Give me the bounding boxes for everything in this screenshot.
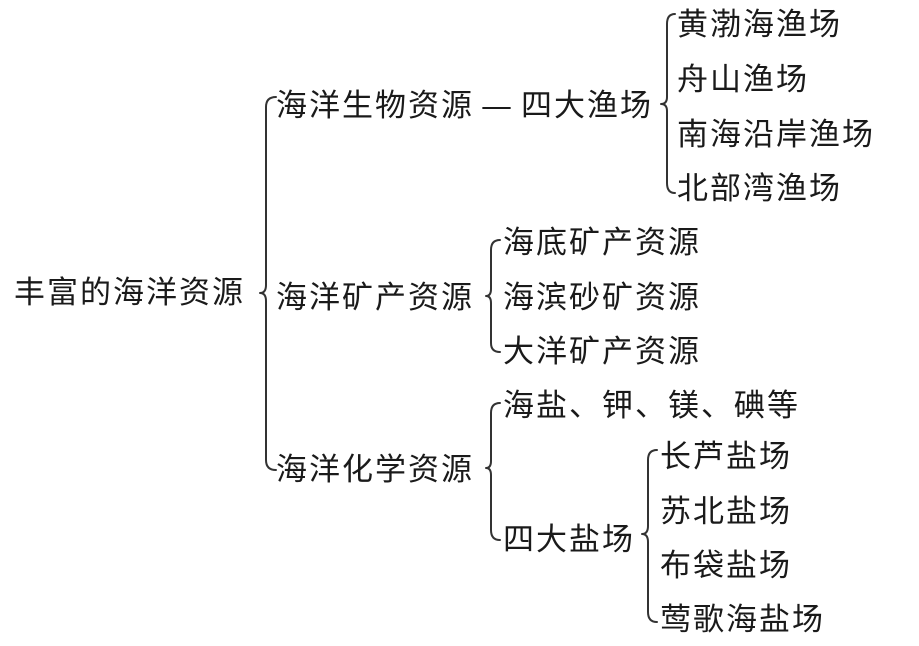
root-label: 丰富的海洋资源 xyxy=(14,275,245,311)
mineral-item: 海滨砂矿资源 xyxy=(503,280,701,316)
mineral-resources-label: 海洋矿产资源 xyxy=(276,280,474,316)
fishery-brace xyxy=(660,13,676,194)
chemical-brace xyxy=(485,402,501,541)
biological-connector: — xyxy=(481,88,514,124)
salt-field-brace xyxy=(641,449,658,623)
salt-field-item: 长芦盐场 xyxy=(660,439,792,475)
salt-field-item: 莺歌海盐场 xyxy=(660,602,825,638)
fishery-item: 舟山渔场 xyxy=(677,62,809,98)
root-brace xyxy=(259,96,277,471)
salt-field-item: 苏北盐场 xyxy=(660,494,792,530)
mineral-item: 海底矿产资源 xyxy=(503,225,701,261)
mineral-item: 大洋矿产资源 xyxy=(503,334,701,370)
biological-resources-label: 海洋生物资源 xyxy=(276,88,474,124)
four-fisheries-label: 四大渔场 xyxy=(521,88,653,124)
mineral-brace xyxy=(485,239,501,353)
fishery-item: 南海沿岸渔场 xyxy=(677,117,875,153)
salt-field-item: 布袋盐场 xyxy=(660,548,792,584)
fishery-item: 北部湾渔场 xyxy=(677,171,842,207)
chemical-item: 海盐、钾、镁、碘等 xyxy=(503,388,800,424)
four-salt-fields-label: 四大盐场 xyxy=(503,522,635,558)
chemical-resources-label: 海洋化学资源 xyxy=(276,452,474,488)
fishery-item: 黄渤海渔场 xyxy=(677,7,842,43)
